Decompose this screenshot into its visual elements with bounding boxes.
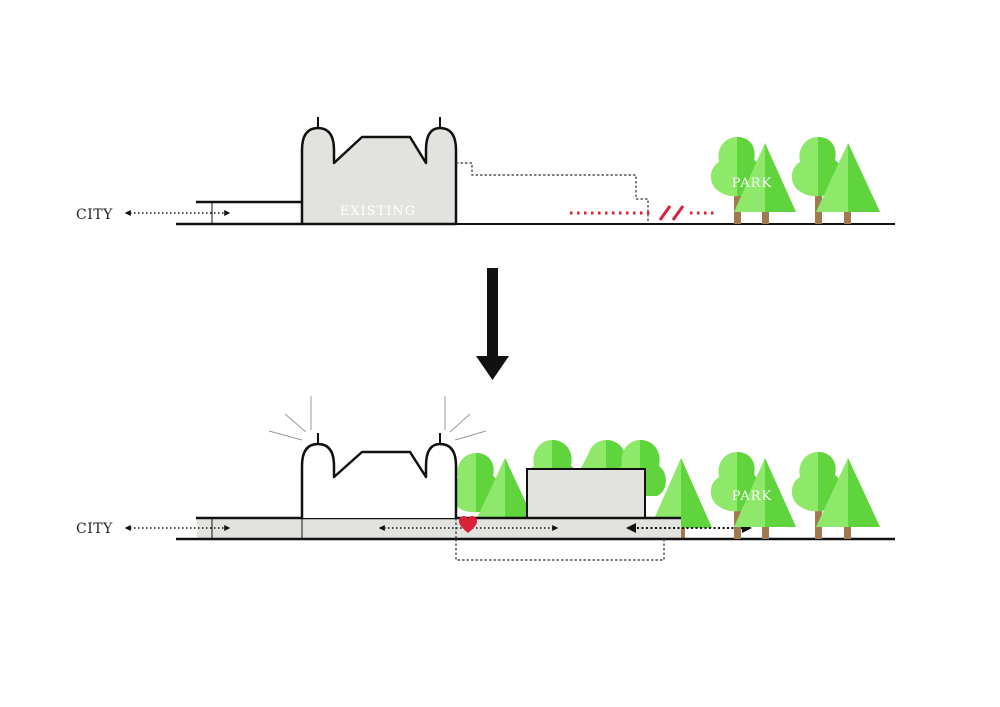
proposed-situation-section: CITY	[76, 396, 895, 561]
tree-icon	[734, 458, 796, 539]
park-label-top: PARK	[732, 176, 772, 191]
park-trees-bottom	[710, 452, 880, 539]
existing-situation-section: CITY EXISTING	[76, 117, 895, 226]
dotted-profile	[456, 162, 649, 224]
city-label-bottom: CITY	[76, 521, 113, 537]
park-trees-top	[710, 137, 880, 224]
renovated-building	[300, 442, 458, 518]
tree-icon	[816, 143, 880, 224]
deck	[197, 518, 681, 539]
existing-label: EXISTING	[340, 204, 416, 219]
tree-icon	[650, 458, 712, 539]
city-label-top: CITY	[76, 207, 113, 223]
heart-icon	[459, 516, 477, 533]
tree-icon	[734, 143, 796, 224]
barrier-slash-1	[658, 205, 672, 221]
down-arrow-icon	[476, 268, 509, 380]
existing-building	[300, 126, 458, 226]
glow-rays-icon	[268, 396, 487, 441]
underground-outline	[455, 539, 665, 561]
tree-icon	[816, 458, 880, 539]
barrier-slash-2	[671, 205, 685, 221]
park-label-bottom: PARK	[732, 489, 772, 504]
new-building-box	[526, 468, 646, 519]
